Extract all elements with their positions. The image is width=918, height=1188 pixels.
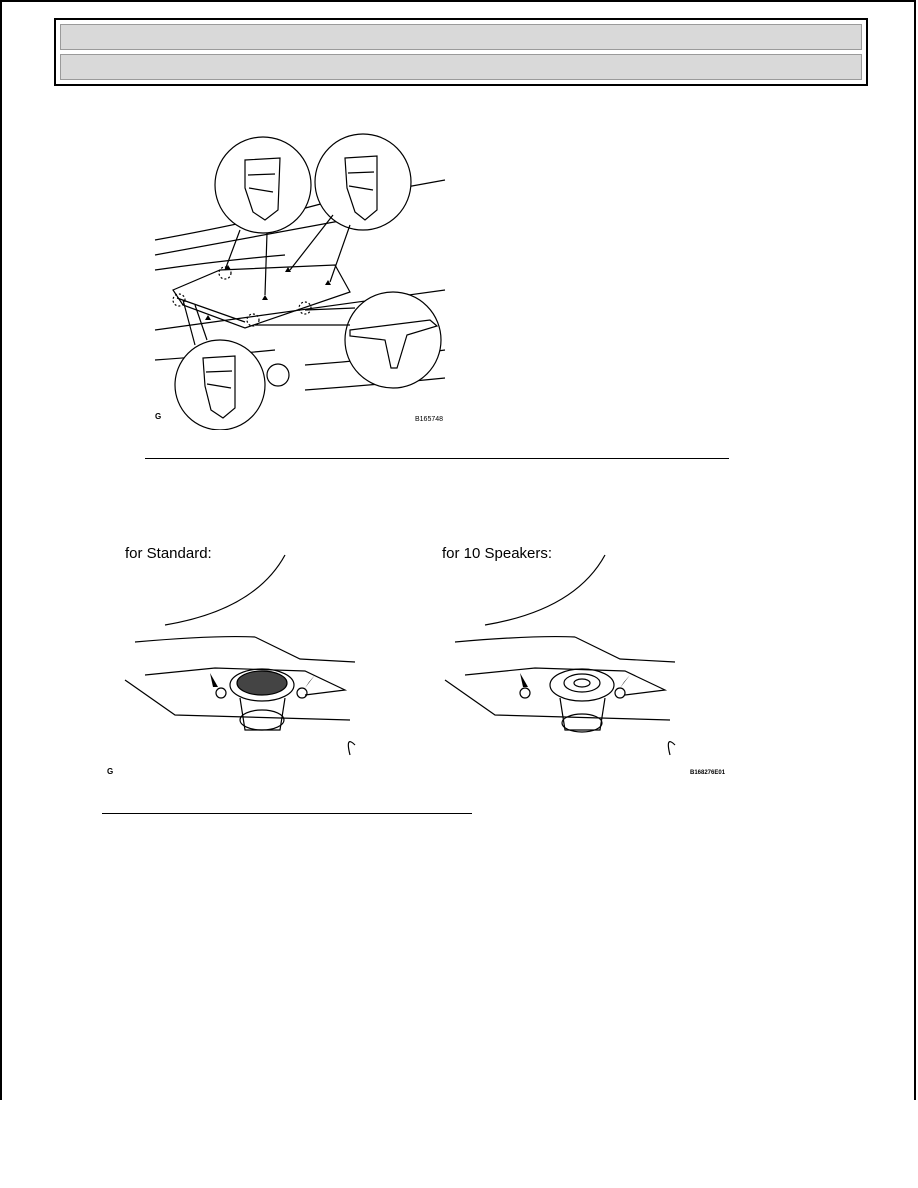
- speaker-drawings: [124, 554, 676, 756]
- page-frame: [0, 0, 916, 1100]
- divider-rule: [145, 458, 729, 459]
- header-bar-bottom: [60, 54, 862, 80]
- figure-code-right: B165748: [415, 416, 444, 423]
- caption-10-speakers: for 10 Speakers:: [442, 545, 553, 562]
- document-header: [54, 18, 868, 86]
- panel-clip-illustration: G B165748: [145, 130, 455, 431]
- header-bar-top: [60, 24, 862, 50]
- speaker-figure-code-left: G: [107, 767, 114, 776]
- figure-code-left: G: [155, 412, 162, 421]
- speaker-figure-code-right: B168276E01: [690, 770, 726, 776]
- divider-rule-lower: [102, 813, 472, 814]
- panel-clip-drawing: [154, 133, 446, 431]
- caption-standard: for Standard:: [125, 545, 212, 562]
- speaker-illustration: for Standard: for 10 Speakers:: [105, 545, 725, 785]
